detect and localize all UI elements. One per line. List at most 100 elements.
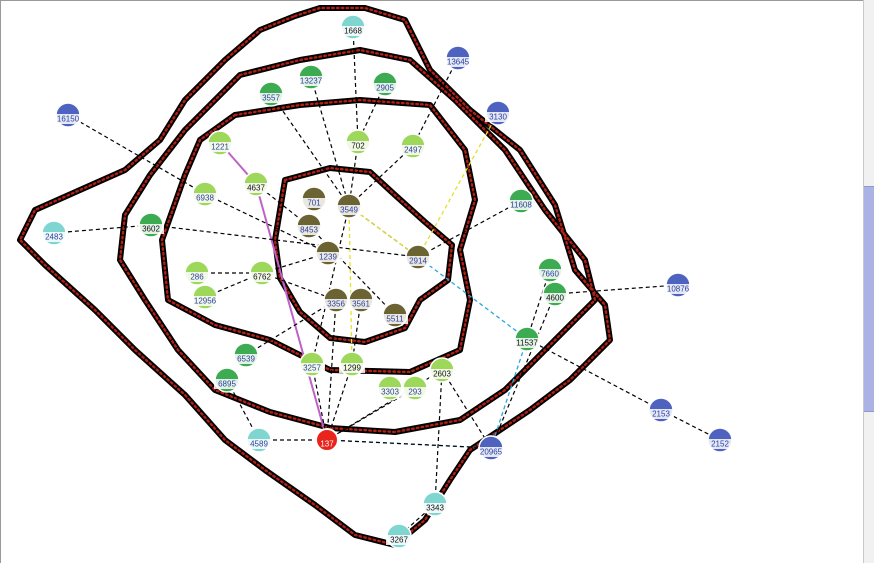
edge-n3257-n137-38	[311, 363, 328, 441]
graph-node-2152[interactable]: 2152	[707, 427, 733, 453]
node-label-tab	[214, 379, 240, 389]
graph-node-4589[interactable]: 4589	[246, 427, 272, 453]
node-label-tab	[207, 142, 233, 152]
node-label-tab	[542, 293, 568, 303]
edge-n13645-n2497-1	[412, 57, 459, 147]
node-label-tab	[400, 145, 426, 155]
graph-node-13237[interactable]: 13237	[298, 64, 324, 90]
node-label-tab	[233, 354, 259, 364]
graph-node-137[interactable]: 137	[314, 428, 340, 452]
edge-n6539-n3356-35	[245, 299, 337, 356]
node-label: 7660	[541, 270, 559, 279]
node-label: 2905	[376, 84, 394, 93]
graph-node-5511[interactable]: 5511	[382, 302, 408, 328]
edge-n2603-n20965-39	[441, 369, 492, 449]
graph-node-11608[interactable]: 11608	[508, 188, 534, 214]
graph-node-3356[interactable]: 3356	[323, 287, 349, 313]
graph-node-3557[interactable]: 3557	[258, 81, 284, 107]
top-border	[0, 0, 863, 1]
graph-node-3602[interactable]: 3602	[138, 212, 164, 238]
node-label: 2153	[652, 410, 670, 419]
graph-node-1668[interactable]: 1668	[340, 14, 366, 40]
graph-node-2914[interactable]: 2914	[405, 244, 431, 270]
graph-node-701[interactable]: 701	[301, 186, 327, 212]
node-label: 3557	[262, 94, 280, 103]
graph-node-2153[interactable]: 2153	[648, 397, 674, 423]
graph-node-1221[interactable]: 1221	[207, 130, 233, 156]
graph-node-3303[interactable]: 3303	[377, 375, 403, 401]
node-label-tab	[508, 200, 534, 210]
node-label: 11608	[510, 201, 532, 210]
node-circle[interactable]	[315, 428, 339, 452]
node-label-tab	[537, 269, 563, 279]
node-label: 11537	[516, 339, 538, 348]
edge-n3557-n3549-4	[270, 93, 350, 207]
node-label: 137	[320, 440, 334, 449]
node-label: 4637	[247, 184, 265, 193]
node-label-tab	[296, 225, 322, 235]
graph-node-4637[interactable]: 4637	[243, 171, 269, 197]
node-label-tab	[315, 252, 341, 262]
edge-n2497-n3549-11	[348, 145, 414, 207]
node-label-tab	[192, 193, 218, 203]
node-label: 5511	[386, 315, 404, 324]
graph-node-6938[interactable]: 6938	[192, 181, 218, 207]
node-label-tab	[298, 76, 324, 86]
graph-node-16150[interactable]: 16150	[55, 102, 81, 128]
graph-node-12956[interactable]: 12956	[192, 284, 218, 310]
node-label: 702	[351, 142, 365, 151]
node-label: 3303	[381, 388, 399, 397]
graph-node-6762[interactable]: 6762	[249, 260, 275, 286]
node-label-tab	[478, 447, 504, 457]
node-label-tab	[345, 141, 371, 151]
node-label-tab	[249, 272, 275, 282]
graph-node-8453[interactable]: 8453	[296, 213, 322, 239]
graph-node-2497[interactable]: 2497	[400, 133, 426, 159]
node-label: 286	[190, 273, 204, 282]
node-label: 293	[408, 388, 422, 397]
node-label: 3356	[327, 300, 345, 309]
edge-n11537-n20965-26	[490, 338, 528, 449]
graph-node-3130[interactable]: 3130	[485, 100, 511, 126]
graph-node-293[interactable]: 293	[402, 375, 428, 401]
edge-n3549-n1299-15	[348, 205, 353, 365]
graph-node-2905[interactable]: 2905	[372, 71, 398, 97]
node-label: 3549	[340, 206, 358, 215]
graph-node-6895[interactable]: 6895	[214, 367, 240, 393]
node-label-tab	[55, 114, 81, 124]
node-label-tab	[138, 224, 164, 234]
graph-node-7660[interactable]: 7660	[537, 257, 563, 283]
graph-node-2483[interactable]: 2483	[41, 220, 67, 246]
graph-node-3257[interactable]: 3257	[299, 351, 325, 377]
graph-node-4600[interactable]: 4600	[542, 281, 568, 307]
node-label: 16150	[57, 115, 80, 124]
graph-node-286[interactable]: 286	[184, 260, 210, 286]
node-label-tab	[340, 26, 366, 36]
graph-node-3267[interactable]: 3267	[386, 523, 412, 549]
edge-n2483-n3602-18	[53, 224, 152, 234]
node-label-tab	[445, 57, 471, 67]
graph-node-1239[interactable]: 1239	[315, 240, 341, 266]
scrollbar-thumb[interactable]	[864, 186, 874, 412]
edge-n7660-n11537-28	[526, 269, 551, 340]
graph-node-6539[interactable]: 6539	[233, 342, 259, 368]
node-label-tab	[192, 296, 218, 306]
node-label: 8453	[300, 226, 318, 235]
graph-node-702[interactable]: 702	[345, 129, 371, 155]
edge-n4637-n137-8	[255, 183, 328, 441]
node-label-tab	[184, 272, 210, 282]
graph-node-2603[interactable]: 2603	[429, 357, 455, 383]
graph-node-3561[interactable]: 3561	[348, 287, 374, 313]
node-label: 701	[307, 199, 321, 208]
graph-node-20965[interactable]: 20965	[478, 435, 504, 461]
node-label-tab	[243, 183, 269, 193]
graph-node-11537[interactable]: 11537	[514, 326, 540, 352]
node-label-tab	[648, 409, 674, 419]
node-label-tab	[405, 256, 431, 266]
graph-node-3343[interactable]: 3343	[422, 491, 448, 517]
graph-node-3549[interactable]: 3549	[336, 193, 362, 219]
graph-node-1299[interactable]: 1299	[339, 351, 365, 377]
graph-node-13645[interactable]: 13645	[445, 45, 471, 71]
graph-node-10876[interactable]: 10876	[665, 272, 691, 298]
